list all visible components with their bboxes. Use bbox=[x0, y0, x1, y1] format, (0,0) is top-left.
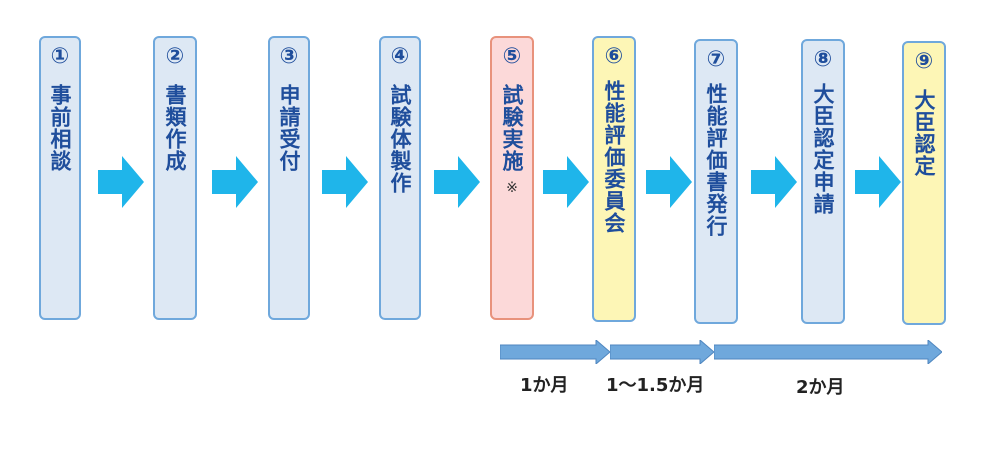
step-6: ⑥ 性能評価委員会 bbox=[592, 36, 636, 322]
flow-arrow-5 bbox=[543, 156, 589, 208]
duration-label-2: 1〜1.5か月 bbox=[606, 375, 705, 396]
step-3-number: ③ bbox=[279, 44, 299, 69]
flow-arrow-8 bbox=[855, 156, 901, 208]
step-9-label: 大臣認定 bbox=[912, 89, 936, 177]
step-9-number: ⑨ bbox=[914, 49, 934, 74]
step-3: ③ 申請受付 bbox=[268, 36, 310, 320]
flow-arrow-7 bbox=[751, 156, 797, 208]
timeline-arrow-3 bbox=[714, 340, 942, 364]
step-2: ② 書類作成 bbox=[153, 36, 197, 320]
step-6-label: 性能評価委員会 bbox=[602, 80, 626, 234]
step-5-number: ⑤ bbox=[502, 44, 522, 69]
step-3-label: 申請受付 bbox=[277, 84, 301, 172]
step-4-label: 試験体製作 bbox=[388, 84, 412, 194]
step-2-number: ② bbox=[165, 44, 185, 69]
step-5: ⑤ 試験実施 ※ bbox=[490, 36, 534, 320]
step-2-label: 書類作成 bbox=[163, 84, 187, 172]
duration-label-1: 1か月 bbox=[520, 375, 569, 396]
step-7-number: ⑦ bbox=[706, 47, 726, 72]
step-1-label: 事前相談 bbox=[48, 84, 72, 172]
timeline-arrow-1 bbox=[500, 340, 610, 364]
step-1-number: ① bbox=[50, 44, 70, 69]
step-4: ④ 試験体製作 bbox=[379, 36, 421, 320]
timeline-arrow-2 bbox=[610, 340, 714, 364]
step-8-number: ⑧ bbox=[813, 47, 833, 72]
step-8: ⑧ 大臣認定申請 bbox=[801, 39, 845, 324]
flow-arrow-1 bbox=[98, 156, 144, 208]
step-5-label: 試験実施 bbox=[500, 84, 524, 172]
flow-arrow-2 bbox=[212, 156, 258, 208]
duration-label-3: 2か月 bbox=[796, 377, 845, 398]
step-8-label: 大臣認定申請 bbox=[811, 83, 835, 215]
step-9: ⑨ 大臣認定 bbox=[902, 41, 946, 325]
step-7-label: 性能評価書発行 bbox=[704, 83, 728, 237]
step-5-note: ※ bbox=[506, 180, 518, 196]
flow-arrow-6 bbox=[646, 156, 692, 208]
flow-arrow-4 bbox=[434, 156, 480, 208]
step-7: ⑦ 性能評価書発行 bbox=[694, 39, 738, 324]
flow-arrow-3 bbox=[322, 156, 368, 208]
step-1: ① 事前相談 bbox=[39, 36, 81, 320]
step-6-number: ⑥ bbox=[604, 44, 624, 69]
step-4-number: ④ bbox=[390, 44, 410, 69]
